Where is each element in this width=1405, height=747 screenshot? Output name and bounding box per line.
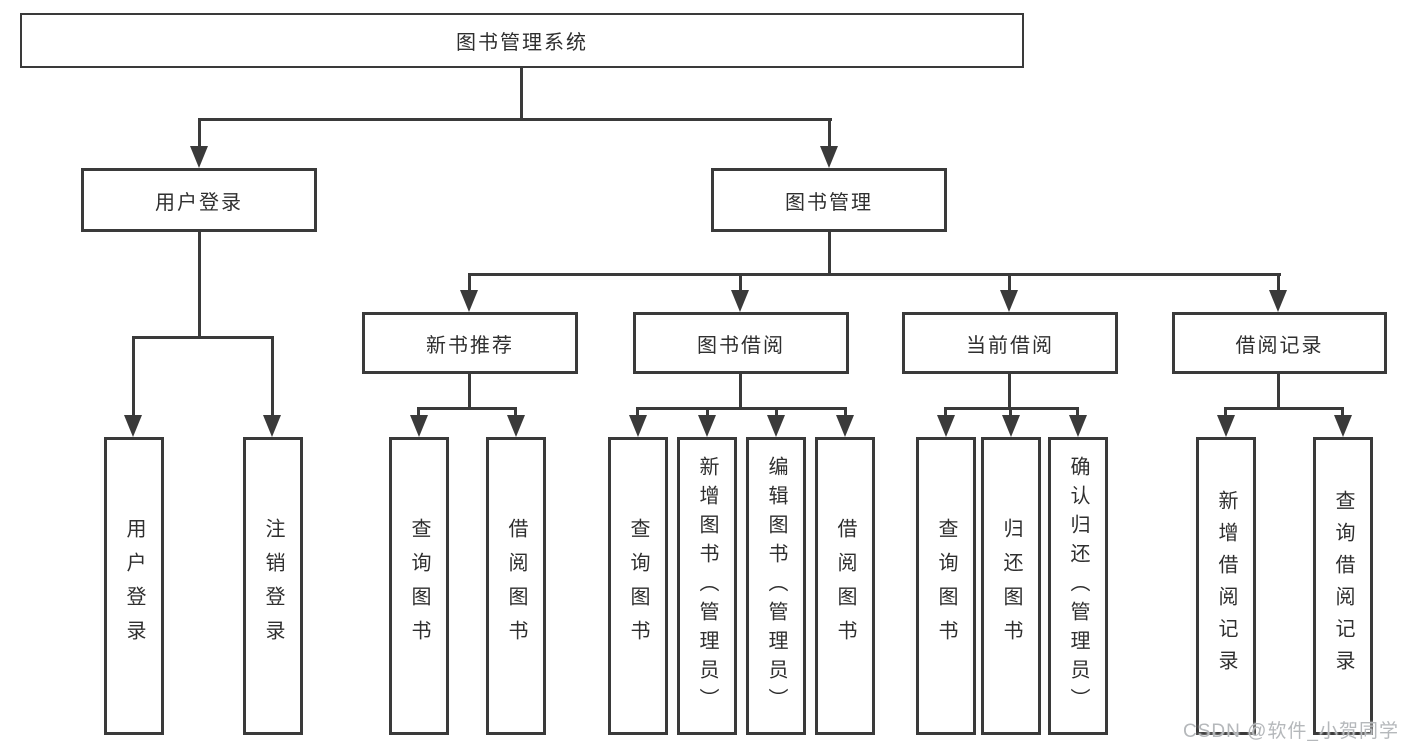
node-label: 当前借阅 (966, 334, 1054, 357)
connector-line (468, 374, 471, 407)
arrow-down-icon (731, 290, 749, 312)
watermark-text: CSDN @软件_小贺同学 (1183, 721, 1399, 742)
node-user-login: 用户登录 (81, 168, 317, 232)
arrow-down-icon (1334, 415, 1352, 437)
connector-line (1224, 407, 1227, 416)
connector-line (417, 407, 517, 410)
connector-line (636, 407, 847, 410)
leaf-label: 确认归还（管理员） (1067, 455, 1089, 717)
connector-line (198, 118, 201, 150)
arrow-down-icon (1000, 290, 1018, 312)
arrow-down-icon (1269, 290, 1287, 312)
node-label: 图书管理系统 (456, 32, 588, 54)
node-label: 图书借阅 (697, 334, 785, 357)
node-library-system: 图书管理系统 (20, 13, 1024, 68)
connector-line (828, 118, 831, 150)
leaf-label: 借阅图书 (505, 518, 527, 654)
connector-line (271, 336, 274, 416)
leaf-label: 用户登录 (123, 518, 145, 654)
leaf-query-borrow-record: 查询借阅记录 (1313, 437, 1373, 735)
connector-line (1008, 374, 1011, 407)
connector-line (1341, 407, 1344, 416)
connector-line (520, 68, 523, 118)
leaf-borrow-books-recommend: 借阅图书 (486, 437, 546, 735)
leaf-confirm-return-admin: 确认归还（管理员） (1048, 437, 1108, 735)
leaf-add-borrow-record: 新增借阅记录 (1196, 437, 1256, 735)
leaf-label: 查询借阅记录 (1332, 490, 1354, 682)
connector-line (775, 407, 778, 416)
leaf-add-book-admin: 新增图书（管理员） (677, 437, 737, 735)
arrow-down-icon (190, 146, 208, 168)
arrow-down-icon (1217, 415, 1235, 437)
connector-line (636, 407, 639, 416)
node-label: 图书管理 (785, 191, 873, 214)
node-book-borrowing: 图书借阅 (633, 312, 849, 374)
arrow-down-icon (698, 415, 716, 437)
leaf-borrow-books-borrowing: 借阅图书 (815, 437, 875, 735)
connector-line (944, 407, 947, 416)
connector-line (417, 407, 420, 416)
leaf-query-books-recommend: 查询图书 (389, 437, 449, 735)
leaf-query-books-current: 查询图书 (916, 437, 976, 735)
leaf-logout: 注销登录 (243, 437, 303, 735)
node-label: 新书推荐 (426, 334, 514, 357)
arrow-down-icon (263, 415, 281, 437)
node-book-management: 图书管理 (711, 168, 947, 232)
connector-line (1009, 407, 1012, 416)
leaf-return-book: 归还图书 (981, 437, 1041, 735)
node-new-book-recommend: 新书推荐 (362, 312, 578, 374)
arrow-down-icon (937, 415, 955, 437)
connector-line (132, 336, 135, 416)
connector-line (132, 336, 274, 339)
arrow-down-icon (820, 146, 838, 168)
arrow-down-icon (507, 415, 525, 437)
connector-line (468, 273, 1281, 276)
connector-line (739, 374, 742, 407)
leaf-label: 归还图书 (1000, 518, 1022, 654)
node-current-borrowing: 当前借阅 (902, 312, 1118, 374)
connector-line (1277, 374, 1280, 407)
leaf-user-login: 用户登录 (104, 437, 164, 735)
connector-line (198, 232, 201, 336)
connector-line (514, 407, 517, 416)
connector-line (844, 407, 847, 416)
connector-line (468, 273, 471, 291)
connector-line (739, 273, 742, 291)
leaf-label: 注销登录 (262, 518, 284, 654)
leaf-label: 借阅图书 (834, 518, 856, 654)
connector-line (1008, 273, 1011, 291)
arrow-down-icon (124, 415, 142, 437)
leaf-edit-book-admin: 编辑图书（管理员） (746, 437, 806, 735)
arrow-down-icon (410, 415, 428, 437)
connector-line (1277, 273, 1280, 291)
leaf-label: 查询图书 (408, 518, 430, 654)
arrow-down-icon (460, 290, 478, 312)
node-label: 用户登录 (155, 191, 243, 214)
connector-line (198, 118, 832, 121)
node-borrowing-records: 借阅记录 (1172, 312, 1387, 374)
leaf-label: 新增图书（管理员） (696, 455, 718, 717)
connector-line (706, 407, 709, 416)
leaf-label: 查询图书 (935, 518, 957, 654)
leaf-label: 新增借阅记录 (1215, 490, 1237, 682)
connector-line (1076, 407, 1079, 416)
connector-line (828, 232, 831, 273)
arrow-down-icon (1002, 415, 1020, 437)
connector-line (1224, 407, 1344, 410)
node-label: 借阅记录 (1235, 334, 1324, 357)
leaf-label: 查询图书 (627, 518, 649, 654)
arrow-down-icon (767, 415, 785, 437)
arrow-down-icon (629, 415, 647, 437)
arrow-down-icon (836, 415, 854, 437)
leaf-query-books-borrowing: 查询图书 (608, 437, 668, 735)
leaf-label: 编辑图书（管理员） (765, 455, 787, 717)
arrow-down-icon (1069, 415, 1087, 437)
